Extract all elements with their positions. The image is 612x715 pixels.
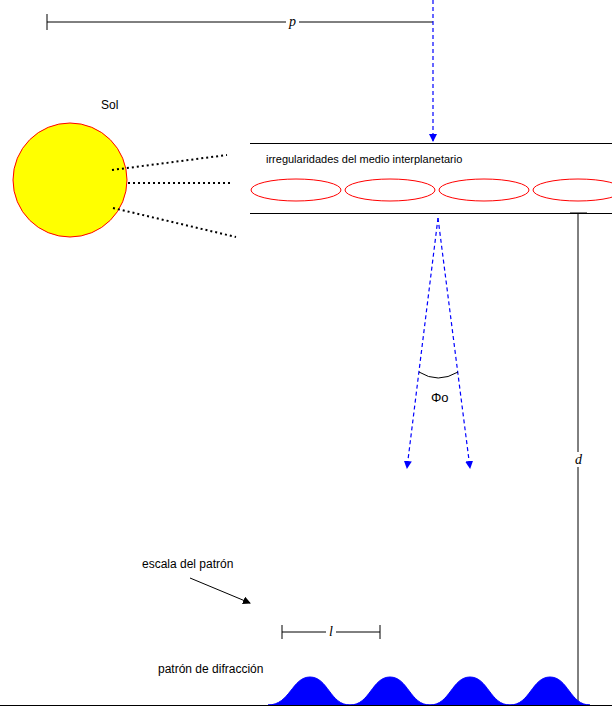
sun-label: Sol xyxy=(101,99,118,112)
dimension-label: d xyxy=(572,452,585,467)
text-label: Φo xyxy=(431,391,449,405)
sun-node: Sol xyxy=(13,123,127,237)
dimension-label: l xyxy=(326,624,336,639)
band-label: irregularidades del medio interplanetari… xyxy=(266,153,462,165)
medium-band: irregularidades del medio interplanetari… xyxy=(250,143,612,214)
dimension-label: p xyxy=(286,14,299,29)
text-label: escala del patrón xyxy=(142,558,233,571)
text-label: patrón de difracción xyxy=(158,663,263,676)
